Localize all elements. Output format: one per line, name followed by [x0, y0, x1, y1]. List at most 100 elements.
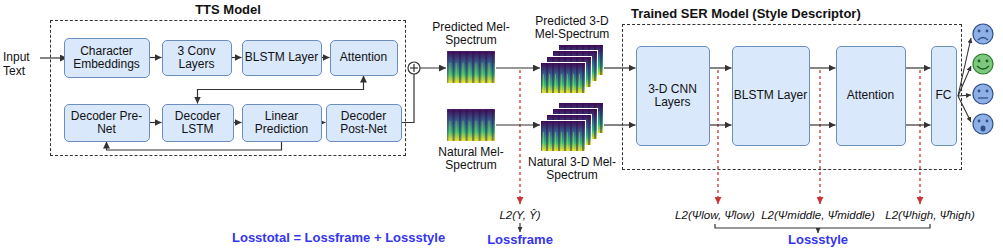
group-title: Trained SER Model (Style Descriptor)	[631, 7, 861, 21]
spectrogram-stack	[540, 44, 604, 94]
process-box: Linear Prediction	[242, 104, 322, 142]
box-label: Decoder Post-Net	[327, 110, 401, 136]
box-label: Linear Prediction	[243, 110, 321, 136]
spectrogram-stack	[540, 102, 604, 152]
loss-term: L2(Ψhigh, Ψ̂high)	[885, 208, 974, 222]
model-frame: TTS ModelCharacter Embeddings3 Conv Laye…	[50, 20, 406, 156]
box-label: BLSTM Layer	[734, 89, 807, 102]
model-frame: Trained SER Model (Style Descriptor)3-D …	[622, 24, 962, 170]
output-arrow	[958, 66, 971, 96]
process-box: BLSTM Layer	[242, 40, 322, 76]
loss-term: L2(Y, Ŷ)	[499, 208, 540, 222]
loss-tap	[519, 70, 520, 204]
eye	[978, 60, 981, 63]
loss-tap	[919, 70, 920, 204]
image-caption: Natural Mel-Spectrum	[426, 146, 516, 172]
box-label: 3-D CNN Layers	[637, 83, 709, 109]
group-title: TTS Model	[195, 3, 261, 17]
connector	[150, 122, 162, 123]
image-caption: Natural 3-D Mel-Spectrum	[527, 156, 617, 182]
connector	[710, 124, 732, 125]
mouth	[978, 97, 988, 98]
sum-symbol	[408, 62, 420, 74]
loss-name: Lossstyle	[788, 233, 848, 247]
emotion-face	[973, 24, 993, 44]
process-box: FC	[931, 46, 957, 146]
connector	[198, 76, 364, 104]
loss-term: L2(Ψmiddle, Ψ̂middle)	[761, 208, 875, 222]
face	[973, 54, 993, 74]
output-arrows	[958, 38, 971, 122]
loss-tap	[717, 70, 718, 204]
spectrogram	[540, 120, 586, 152]
mouth	[977, 66, 989, 69]
output-arrow	[958, 96, 971, 122]
box-label: BLSTM Layer	[245, 51, 318, 64]
connector	[496, 124, 540, 125]
connector	[402, 68, 447, 123]
connector	[496, 67, 540, 68]
loss-tap	[819, 70, 820, 204]
output-arrow	[958, 38, 971, 96]
eye	[986, 60, 989, 63]
process-box: Attention	[836, 46, 906, 146]
spectrogram-node: Natural 3-D Mel-Spectrum	[540, 102, 604, 152]
process-box: Attention	[330, 40, 398, 76]
process-box: Character Embeddings	[64, 38, 150, 78]
loss-term: L2(Ψlow, Ψ̂low)	[675, 208, 755, 222]
connector	[234, 122, 242, 123]
spectrogram-node: Natural Mel-Spectrum	[446, 108, 496, 142]
eye	[986, 30, 989, 33]
box-label: 3 Conv Layers	[163, 45, 231, 71]
connector	[604, 124, 636, 125]
input-label: Input Text	[3, 50, 39, 78]
spectrogram-node: Predicted Mel-Spectrum	[446, 50, 496, 84]
emotion-face	[973, 54, 993, 74]
process-box: Decoder LSTM	[162, 104, 234, 142]
connector	[906, 67, 931, 68]
output-arrow	[958, 95, 971, 96]
connector	[810, 67, 836, 68]
loss-equation: Losstotal = Lossframe + Lossstyle	[232, 231, 445, 245]
connector	[322, 122, 326, 123]
connector	[232, 57, 242, 58]
process-box: 3-D CNN Layers	[636, 46, 710, 146]
face	[973, 24, 993, 44]
connector	[604, 67, 636, 68]
sum-circle	[408, 62, 420, 74]
spectrogram	[446, 108, 496, 142]
image-caption: Predicted 3-D Mel-Spectrum	[527, 15, 617, 41]
box-label: Decoder Pre-Net	[65, 110, 149, 136]
face	[973, 114, 993, 134]
connector	[810, 124, 836, 125]
spectrogram	[446, 50, 496, 84]
loss-bracket	[715, 224, 930, 228]
process-box: 3 Conv Layers	[162, 40, 232, 76]
mouth	[981, 126, 986, 132]
box-label: Decoder LSTM	[163, 110, 233, 136]
eye	[978, 30, 981, 33]
process-box: BLSTM Layer	[732, 46, 810, 146]
box-label: Attention	[847, 89, 894, 102]
eye	[978, 90, 981, 93]
mouth	[978, 38, 988, 41]
eye	[986, 120, 989, 123]
eye	[986, 90, 989, 93]
connector	[322, 57, 330, 58]
box-label: Attention	[340, 51, 387, 64]
face	[973, 84, 993, 104]
image-caption: Predicted Mel-Spectrum	[426, 21, 516, 47]
box-label: FC	[936, 89, 952, 102]
emotion-face	[973, 114, 993, 134]
input-arrow	[40, 57, 67, 58]
process-box: Decoder Pre-Net	[64, 104, 150, 142]
connector	[906, 124, 931, 125]
box-label: Character Embeddings	[65, 45, 149, 71]
loss-name: Lossframe	[487, 233, 553, 247]
connector	[107, 142, 282, 151]
connector	[150, 57, 162, 58]
spectrogram	[540, 62, 586, 94]
emotion-face	[973, 84, 993, 104]
spectrogram-node: Predicted 3-D Mel-Spectrum	[540, 44, 604, 94]
